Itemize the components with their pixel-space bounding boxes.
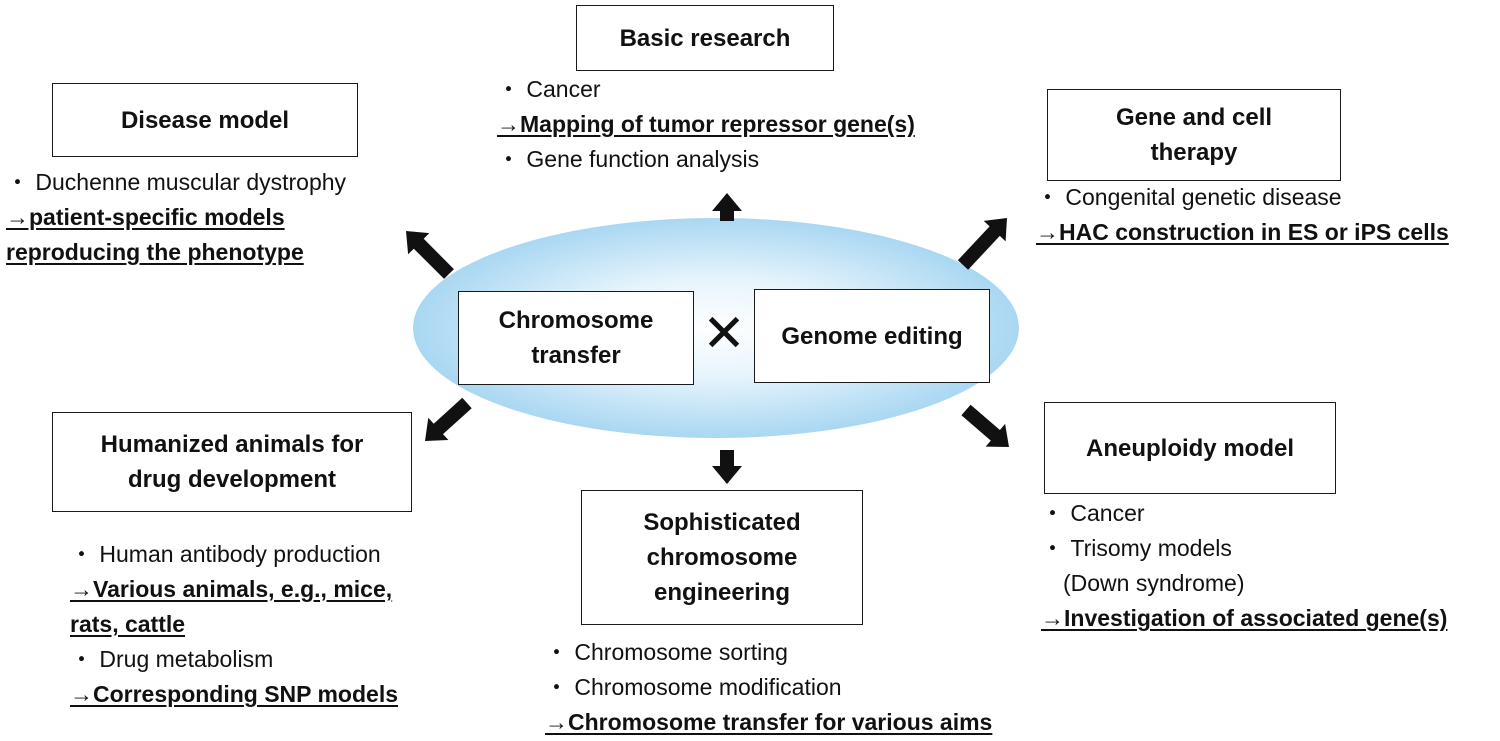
humanized-animals-item: →Various animals, e.g., mice, [70,576,393,602]
arrow-up-left-icon [406,231,454,279]
arrow-down-icon [712,450,742,484]
disease-model-item: →patient-specific models [6,204,285,230]
arrow-down-left-icon [425,397,472,441]
gene-cell-therapy-item: ・ Congenital genetic disease [1036,184,1342,210]
basic-research-item: ・ Cancer [497,76,601,102]
genome-editing-box: Genome editing [754,289,990,383]
arrow-up-right-icon [957,218,1007,270]
genome-editing-label: Genome editing [781,322,963,350]
chromosome-transfer-box: Chromosome transfer [458,291,694,385]
basic-research-title: Basic research [619,24,791,52]
gene-cell-therapy-title-2: therapy [1150,139,1238,166]
disease-model-box: Disease model [52,83,358,157]
gene-cell-therapy-items: ・ Congenital genetic disease →HAC constru… [1036,180,1449,250]
chromosome-engineering-items: ・ Chromosome sorting ・ Chromosome modific… [545,635,992,740]
cross-icon: ✕ [702,305,746,363]
gene-cell-therapy-item: →HAC construction in ES or iPS cells [1036,219,1449,245]
humanized-animals-box: Humanized animals for drug development [52,412,412,512]
aneuploidy-model-item: (Down syndrome) [1063,570,1245,596]
aneuploidy-model-item: ・ Cancer [1041,500,1145,526]
arrow-up-icon [712,193,742,221]
chromosome-transfer-line-2: transfer [531,342,621,369]
chromosome-transfer-line-1: Chromosome [498,307,654,334]
aneuploidy-model-items: ・ Cancer ・ Trisomy models (Down syndrome) →… [1041,496,1447,636]
gene-cell-therapy-title-1: Gene and cell [1115,104,1273,131]
basic-research-items: ・ Cancer →Mapping of tumor repressor gene… [497,72,915,177]
disease-model-item: reproducing the phenotype [6,239,304,265]
aneuploidy-model-title: Aneuploidy model [1085,434,1294,462]
aneuploidy-model-box: Aneuploidy model [1044,402,1336,494]
chromosome-engineering-title-3: engineering [653,579,791,606]
humanized-animals-title-2: drug development [127,466,337,493]
humanized-animals-item: rats, cattle [70,611,186,637]
chromosome-engineering-title-1: Sophisticated [643,509,801,536]
aneuploidy-model-item: ・ Trisomy models [1041,535,1232,561]
arrow-down-right-icon [961,404,1009,447]
chromosome-engineering-item: →Chromosome transfer for various aims [545,709,993,735]
gene-cell-therapy-box: Gene and cell therapy [1047,89,1341,181]
basic-research-item: →Mapping of tumor repressor gene(s) [497,111,915,137]
aneuploidy-model-item: →Investigation of associated gene(s) [1041,605,1448,631]
basic-research-item: ・ Gene function analysis [497,146,760,172]
chromosome-engineering-item: ・ Chromosome modification [545,674,842,700]
humanized-animals-item: ・ Human antibody production [70,541,381,567]
chromosome-engineering-item: ・ Chromosome sorting [545,639,788,665]
humanized-animals-item: →Corresponding SNP models [70,681,399,707]
basic-research-box: Basic research [576,5,834,71]
disease-model-items: ・ Duchenne muscular dystrophy →patient-sp… [6,165,346,270]
disease-model-title: Disease model [120,106,290,134]
humanized-animals-items: ・ Human antibody production →Various anim… [70,537,398,712]
chromosome-engineering-box: Sophisticated chromosome engineering [581,490,863,625]
humanized-animals-title-1: Humanized animals for [100,431,364,458]
humanized-animals-item: ・ Drug metabolism [70,646,274,672]
chromosome-engineering-title-2: chromosome [646,544,798,571]
disease-model-item: ・ Duchenne muscular dystrophy [6,169,347,195]
